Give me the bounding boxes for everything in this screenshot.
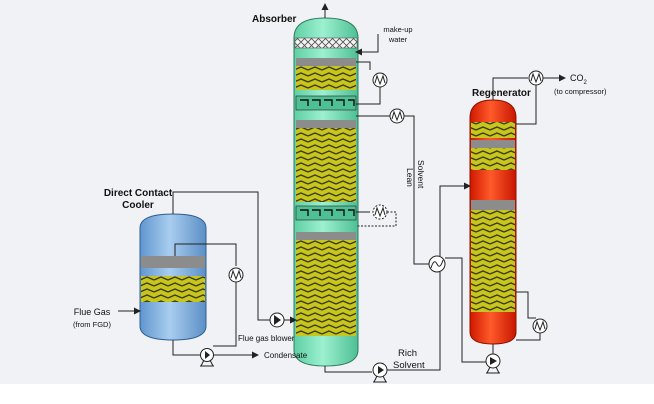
packing-bed xyxy=(471,122,515,138)
lean-label-1: Lean xyxy=(405,168,415,187)
lean-label-2: Solvent xyxy=(416,160,426,189)
wash-cooler-icon xyxy=(372,72,388,88)
flue-gas-note: (from FGD) xyxy=(73,320,111,329)
rich-label-1: Rich xyxy=(398,348,417,359)
tray-plate xyxy=(296,232,356,240)
dcc-title-1: Direct Contact xyxy=(104,188,173,199)
dcc-cooler-icon xyxy=(228,267,244,283)
demister-mesh xyxy=(294,37,358,49)
makeup-label-1: make-up xyxy=(383,25,412,34)
packing-bed xyxy=(471,210,515,312)
blower-label: Flue gas blower xyxy=(238,334,295,343)
co2-note: (to compressor) xyxy=(554,87,607,96)
regenerator-title: Regenerator xyxy=(472,88,531,99)
packing-bed xyxy=(296,66,356,90)
packing-bed xyxy=(471,148,515,170)
co2-label: CO2 xyxy=(570,73,588,86)
tray-plate xyxy=(471,140,515,148)
rich-label-2: Solvent xyxy=(393,360,425,371)
absorber-title: Absorber xyxy=(252,14,297,25)
intercooler-icon xyxy=(372,204,388,220)
wash-tray xyxy=(295,95,357,111)
flue-gas-label: Flue Gas xyxy=(74,307,111,317)
reboiler-icon xyxy=(532,318,548,334)
packing-bed xyxy=(296,240,356,336)
overhead-condenser-icon xyxy=(528,70,544,86)
tray-plate xyxy=(296,58,356,66)
condensate-pump-icon xyxy=(200,348,214,367)
intercooler-tray xyxy=(295,205,357,221)
cross-heat-exchanger-icon xyxy=(428,255,446,273)
makeup-label-2: water xyxy=(388,35,408,44)
rich-pump-icon xyxy=(372,362,388,383)
lean-pump-icon xyxy=(485,353,501,374)
dcc-title-2: Cooler xyxy=(122,200,154,211)
packing-bed xyxy=(296,128,356,202)
absorber-column xyxy=(293,17,359,367)
flue-gas-blower-icon xyxy=(269,312,285,328)
condensate-label: Condensate xyxy=(264,351,308,360)
tray-plate xyxy=(296,120,356,128)
lean-cooler-icon xyxy=(389,108,405,124)
tray-plate xyxy=(471,200,515,210)
tray-plate xyxy=(141,256,205,268)
direct-contact-cooler xyxy=(139,213,207,341)
packing-bed xyxy=(141,276,205,302)
regenerator-column xyxy=(469,99,517,345)
